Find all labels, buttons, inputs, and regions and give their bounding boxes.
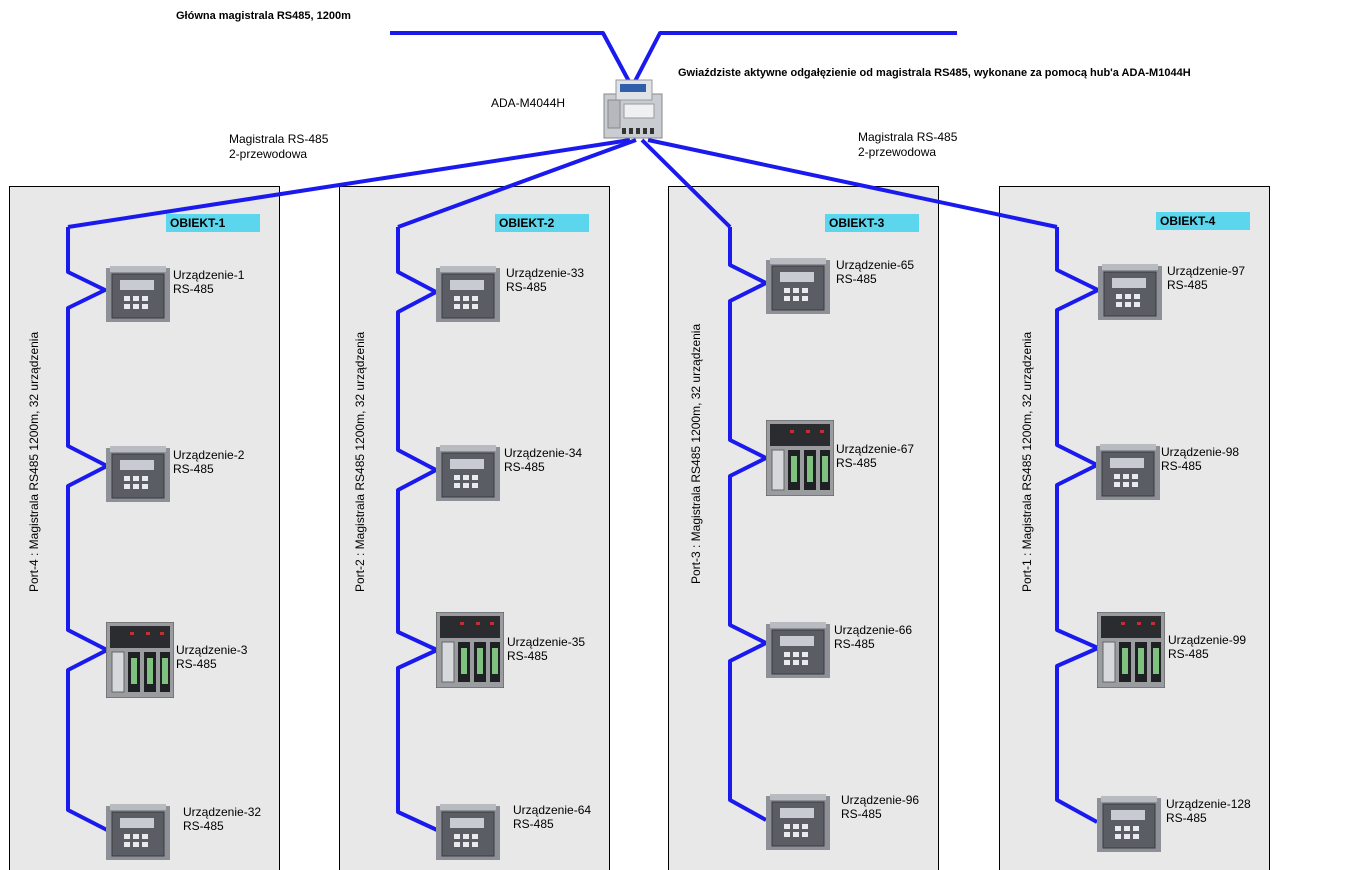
port-label-3: Port-3 : Magistrala RS485 1200m, 32 urzą… [689,323,703,584]
bus-label-left-line2: 2-przewodowa [229,147,308,161]
plc-rack-icon [436,612,504,688]
main-bus-title: Główna magistrala RS485, 1200m [176,10,351,22]
panel-meter-icon [1096,444,1160,500]
bus-label-right-line2: 2-przewodowa [858,145,937,159]
panel-meter-icon [106,446,170,502]
port-wire-2 [396,227,439,832]
panel-meter-icon [436,445,500,501]
plc-rack-icon [106,622,174,698]
panel-meter-icon [766,794,830,850]
port-label-2: Port-2 : Magistrala RS485 1200m, 32 urzą… [353,331,367,592]
port-wire-4 [1055,227,1100,824]
panel-meter-icon [1098,264,1162,320]
port-label-1: Port-4 : Magistrala RS485 1200m, 32 urzą… [27,331,41,592]
branch-wire-2 [397,138,637,229]
bus-label-left-line1: Magistrala RS-485 [229,132,329,146]
panel-meter-icon [436,804,500,860]
port-label-4: Port-1 : Magistrala RS485 1200m, 32 urzą… [1020,331,1034,592]
panel-meter-icon [766,622,830,678]
panel-meter-icon [106,266,170,322]
object-tag-4: OBIEKT-4 [1156,212,1250,230]
branch-wire-3 [640,138,732,229]
object-tag-2: OBIEKT-2 [495,214,589,232]
object-tag-3: OBIEKT-3 [825,214,919,232]
port-wire-3 [728,227,768,822]
panel-meter-icon [1097,796,1161,852]
hub-label: ADA-M4044H [491,96,566,110]
panel-meter-icon [766,258,830,314]
bus-label-right-line1: Magistrala RS-485 [858,130,958,144]
plc-rack-icon [766,420,834,496]
object-tag-1: OBIEKT-1 [166,214,260,232]
hub-description: Gwiaździste aktywne odgałęzienie od magi… [678,67,1191,79]
branch-wire-4 [647,138,1058,229]
plc-rack-icon [1097,612,1165,688]
port-wire-1 [66,227,109,832]
branch-wire-1 [67,138,631,229]
panel-meter-icon [436,266,500,322]
hub-device-icon [603,79,663,139]
panel-meter-icon [106,804,170,860]
